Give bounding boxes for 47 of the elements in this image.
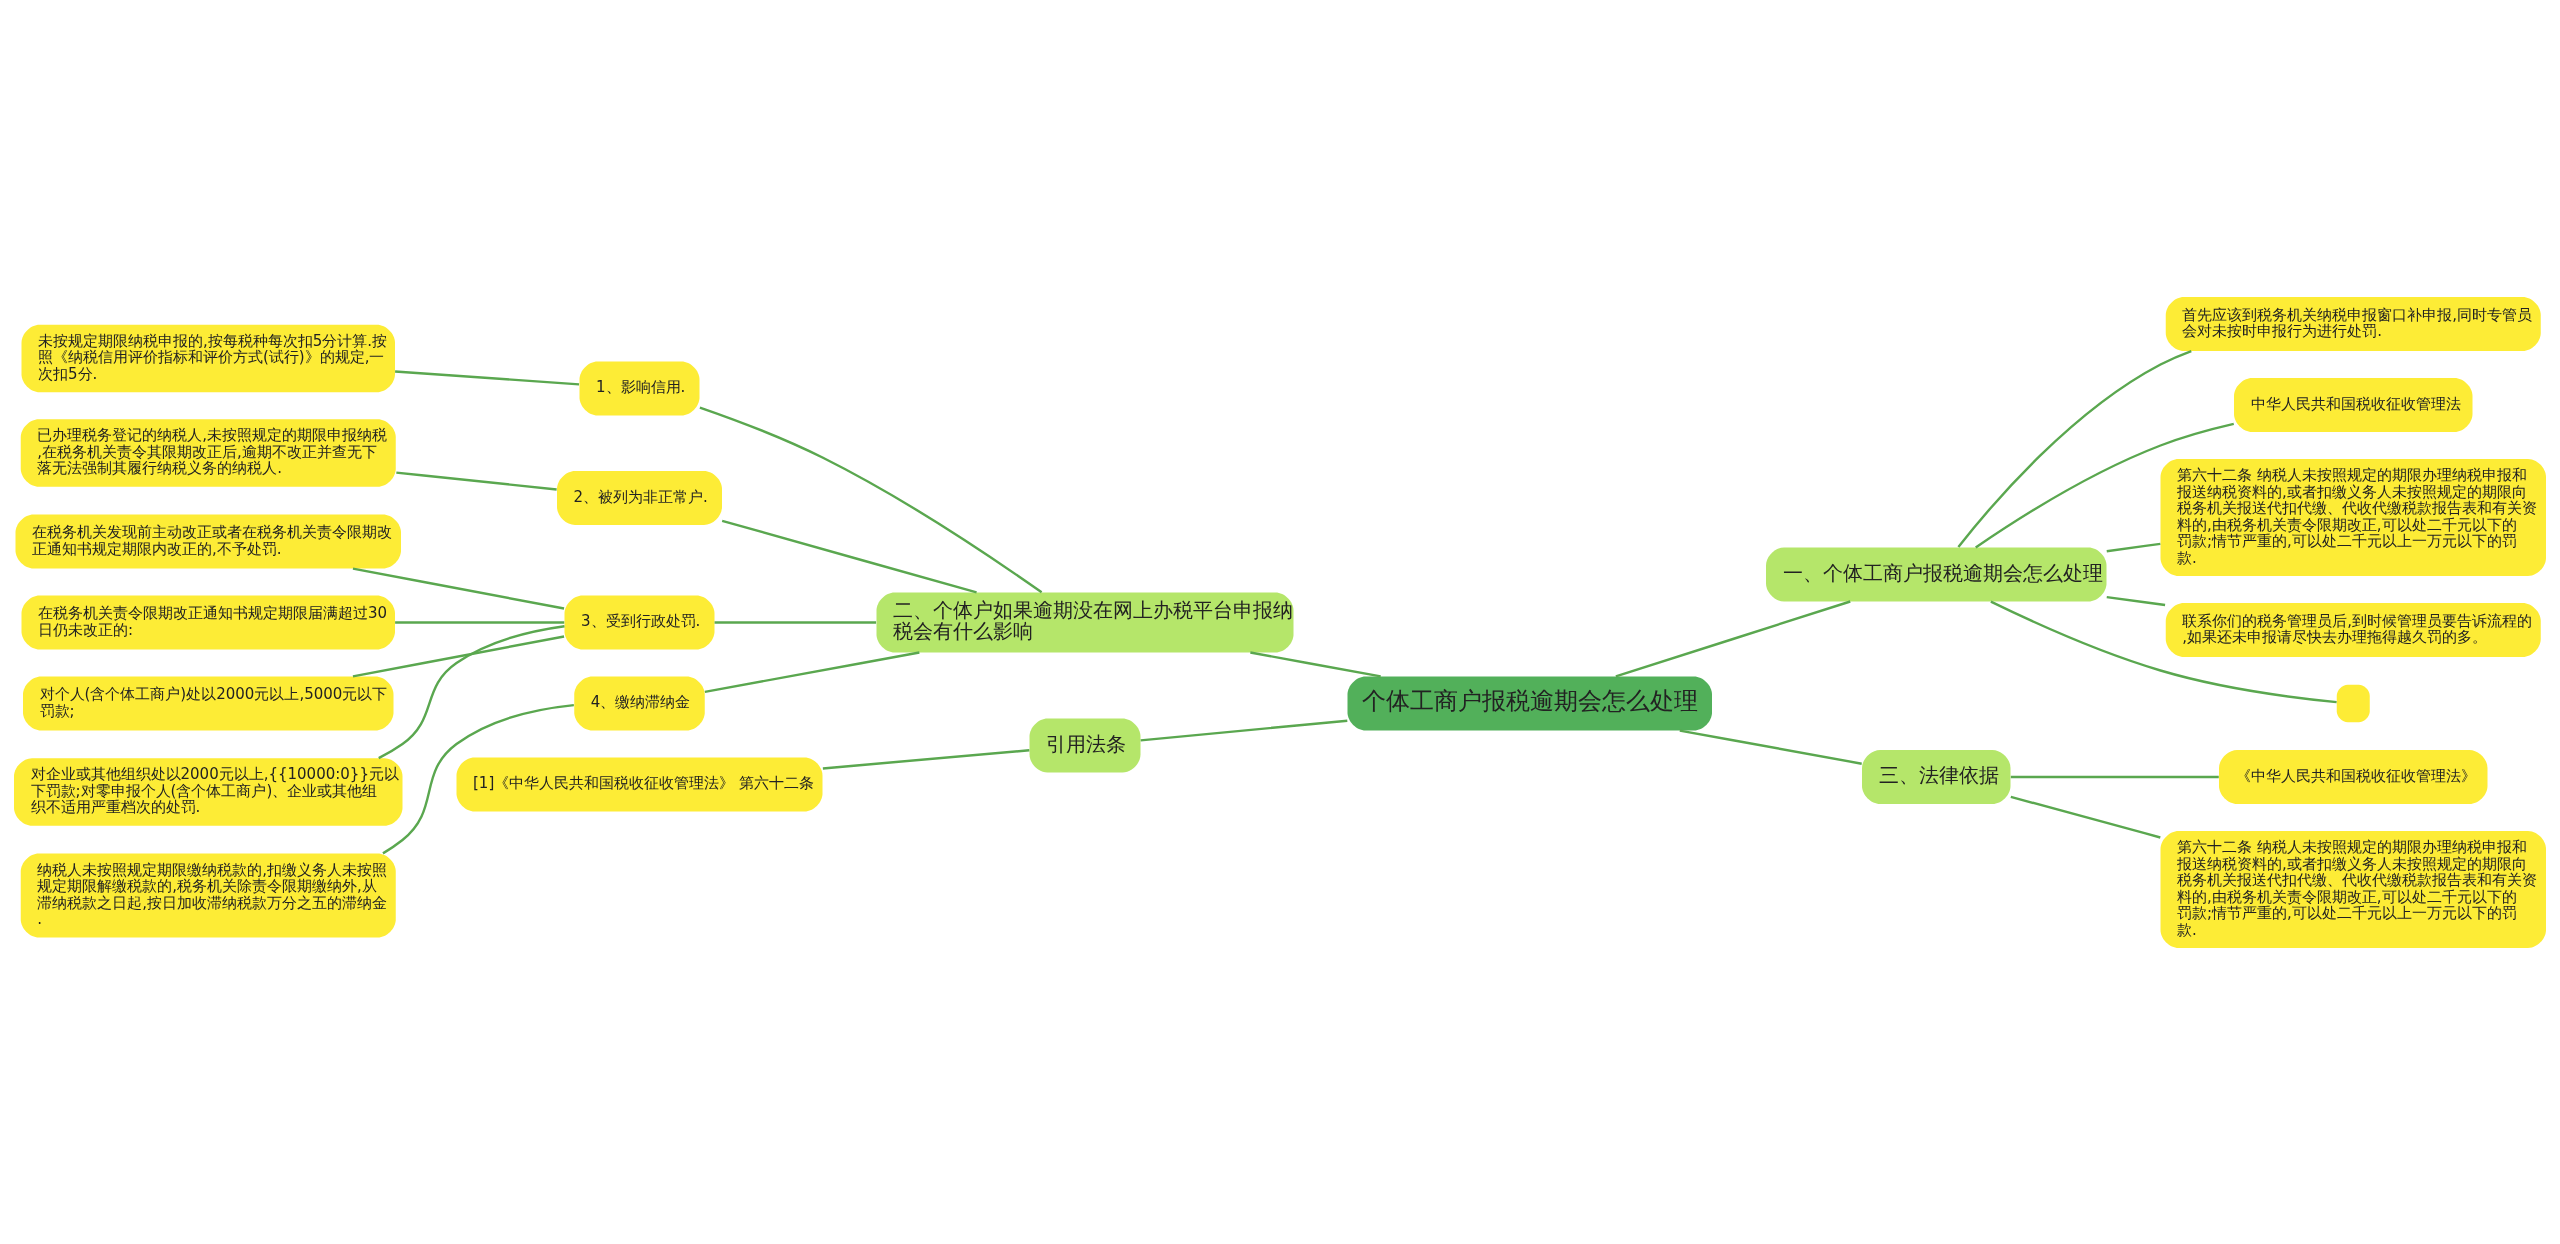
node-box: 个体工商户报税逾期会怎么处理 [1347,676,1712,730]
node-box: 引用法条 [1029,718,1141,772]
node-box: 1、影响信用. [579,361,700,415]
connector [704,650,920,693]
node-box: 在税务机关责令限期改正通知书规定期限届满超过30日仍未改正的: [21,595,395,649]
connector [352,634,565,678]
node-box: [1]《中华人民共和国税收征收管理法》 第六十二条 [456,757,823,811]
node-box: 第六十二条 纳税人未按照规定的期限办理纳税申报和报送纳税资料的,或者扣缴义务人未按照规定的期限向税务机关报送代扣代缴、代收代缴税款报告表和有关资料的,由税务机关责令限期改正,可以处二千元以下的罚款;情节严重的,可以处二千元以上一万元以下的罚款. [2160,458,2546,576]
node-box: 在税务机关发现前主动改正或者在税务机关责令限期改正通知书规定期限内改正的,不予处罚. [15,514,401,568]
node-box: 《中华人民共和国税收征收管理法》 [2219,749,2488,804]
connector [396,470,557,491]
node-box [2336,684,2370,722]
node-box: 中华人民共和国税收征收管理法 [2234,377,2473,432]
node-box: 三、法律依据 [1862,749,2011,804]
node-box: 联系你们的税务管理员后,到时候管理员要告诉流程的,如果还未申报请尽快去办理拖得越久罚的多。 [2165,602,2541,657]
connector [1679,728,1862,765]
connector [1250,650,1381,678]
connector [395,620,565,624]
connector [382,703,574,854]
connector [352,566,565,610]
node-box: 一、个体工商户报税逾期会怎么处理 [1766,547,2107,601]
node-box: 二、个体户如果逾期没在网上办税平台申报纳税会有什么影响 [876,592,1294,652]
node-box: 对企业或其他组织处以2000元以上,{{10000:0}}元以下罚款;对零申报个人(含个体工商户)、企业或其他组织不适用严重档次的处罚. [14,757,403,826]
connector [2106,595,2166,606]
connector [1990,600,2337,703]
node-box: 3、受到行政处罚. [564,595,715,649]
connector [714,620,877,624]
node-box: 未按规定期限纳税申报的,按每税种每次扣5分计算.按照《纳税信用评价指标和评价方式(试行)》的规定,一次扣5分. [21,324,395,392]
connector [699,405,1043,593]
connector [1975,422,2234,548]
connector [822,748,1030,770]
connector [2010,775,2219,778]
connector [378,624,565,759]
connector [721,519,977,594]
connector [1957,349,2192,548]
node-box: 首先应该到税务机关纳税申报窗口补申报,同时专管员会对未按时申报行为进行处罚. [2165,296,2541,351]
node-box: 已办理税务登记的纳税人,未按照规定的期限申报纳税,在税务机关责令其限期改正后,逾期不改正并查无下落无法强制其履行纳税义务的纳税人. [20,418,396,487]
node-box: 2、被列为非正常户. [557,470,722,525]
connector [1615,599,1851,678]
node-box: 纳税人未按照规定期限缴纳税款的,扣缴义务人未按照规定期限解缴税款的,税务机关除责令限期缴纳外,从滞纳税款之日起,按日加收滞纳税款万分之五的滞纳金. [20,853,396,937]
node-box: 第六十二条 纳税人未按照规定的期限办理纳税申报和报送纳税资料的,或者扣缴义务人未按照规定的期限向税务机关报送代扣代缴、代收代缴税款报告表和有关资料的,由税务机关责令限期改正,可以处二千元以下的罚款;情节严重的,可以处二千元以上一万元以下的罚款. [2160,830,2546,948]
node-box: 对个人(含个体工商户)处以2000元以上,5000元以下罚款; [23,676,394,730]
node-box: 4、缴纳滞纳金 [574,676,705,730]
connector [1140,719,1348,742]
connector [395,369,580,386]
connector [2010,795,2161,839]
connector [2106,542,2161,552]
